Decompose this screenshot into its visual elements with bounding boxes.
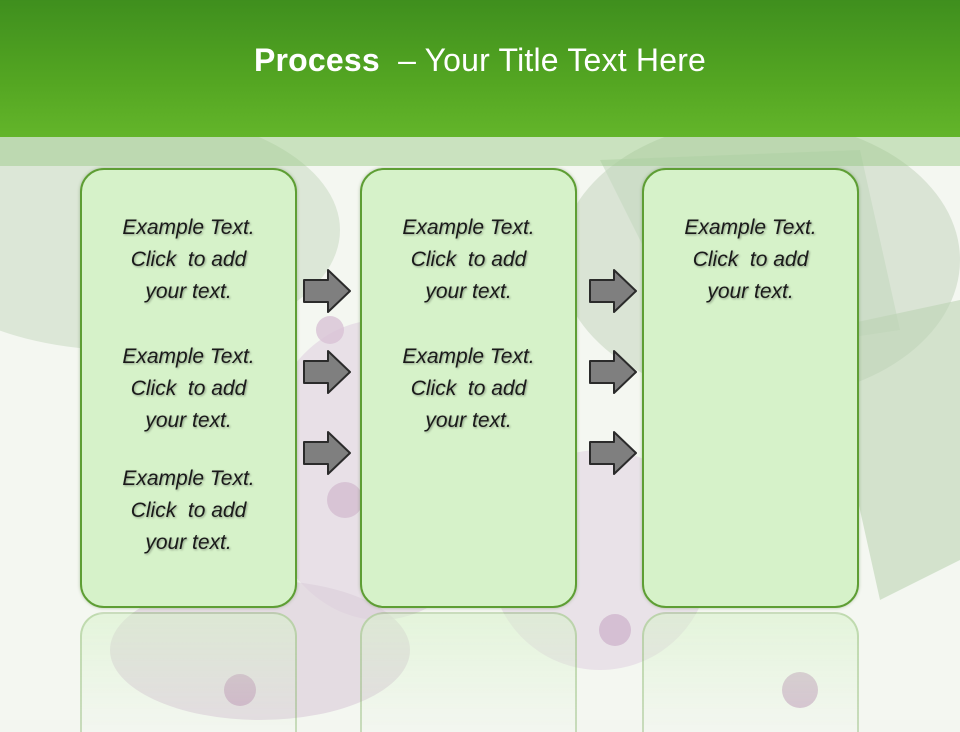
text-line: Example Text.	[122, 345, 255, 368]
right-arrow-icon[interactable]	[588, 349, 638, 395]
text-line: your text.	[707, 280, 794, 303]
text-line: your text.	[425, 409, 512, 432]
text-line: Example Text.	[122, 216, 255, 239]
right-arrow-icon[interactable]	[588, 268, 638, 314]
slide-title[interactable]: Process – Your Title Text Here	[254, 42, 706, 79]
right-arrow-icon[interactable]	[302, 268, 352, 314]
text-line: your text.	[425, 280, 512, 303]
title-bar: Process – Your Title Text Here	[0, 0, 960, 137]
text-line: your text.	[145, 280, 232, 303]
process-box-2[interactable]: Example Text. Click to add your text. Ex…	[360, 168, 577, 608]
text-block[interactable]: Example Text. Click to add your text.	[82, 341, 295, 437]
text-line: Example Text.	[122, 467, 255, 490]
text-block[interactable]: Example Text. Click to add your text.	[362, 212, 575, 308]
text-line: your text.	[145, 531, 232, 554]
text-line: Click to add	[130, 248, 247, 271]
text-line: Click to add	[410, 377, 527, 400]
text-line: Click to add	[130, 377, 247, 400]
text-block[interactable]: Example Text. Click to add your text.	[362, 341, 575, 437]
text-block[interactable]: Example Text. Click to add your text.	[644, 212, 857, 308]
box-reflection	[80, 612, 297, 732]
text-line: Click to add	[692, 248, 809, 271]
title-bold: Process	[253, 42, 380, 78]
right-arrow-icon[interactable]	[302, 430, 352, 476]
header-band	[0, 137, 960, 166]
text-line: your text.	[145, 409, 232, 432]
text-line: Example Text.	[402, 216, 535, 239]
right-arrow-icon[interactable]	[588, 430, 638, 476]
box-reflection	[642, 612, 859, 732]
text-line: Example Text.	[684, 216, 817, 239]
text-block[interactable]: Example Text. Click to add your text.	[82, 463, 295, 559]
box-reflection	[360, 612, 577, 732]
text-line: Click to add	[410, 248, 527, 271]
title-rest: – Your Title Text Here	[398, 42, 707, 78]
right-arrow-icon[interactable]	[302, 349, 352, 395]
text-block[interactable]: Example Text. Click to add your text.	[82, 212, 295, 308]
text-line: Click to add	[130, 499, 247, 522]
process-box-3[interactable]: Example Text. Click to add your text.	[642, 168, 859, 608]
process-box-1[interactable]: Example Text. Click to add your text. Ex…	[80, 168, 297, 608]
text-line: Example Text.	[402, 345, 535, 368]
